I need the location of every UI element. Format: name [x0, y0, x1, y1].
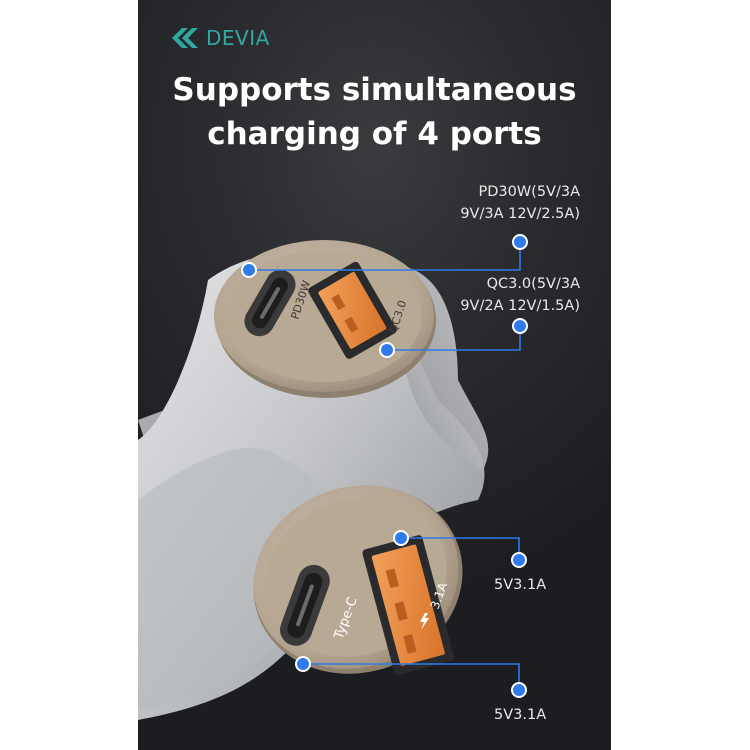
qc-spec-line-2: 9V/2A 12V/1.5A) [460, 298, 580, 314]
callout-dots [241, 234, 528, 698]
brand-logo: DEVIA [170, 26, 270, 50]
product-panel: PD30W QC3.0 Type-C 3.1 [138, 0, 611, 750]
qc-spec: QC3.0(5V/3A 9V/2A 12V/1.5A) [460, 273, 580, 317]
typec-callout-line [303, 663, 520, 690]
headline-line-1: Supports simultaneous [172, 72, 577, 108]
pd-spec-line-2: 9V/3A 12V/2.5A) [460, 206, 580, 222]
headline-line-2: charging of 4 ports [207, 116, 542, 152]
pd-typec-port[interactable] [239, 264, 301, 341]
brand-name: DEVIA [206, 26, 270, 50]
pd-spec-line-1: PD30W(5V/3A [478, 184, 580, 200]
pd-callout-line [249, 242, 521, 271]
qc-spec-line-1: QC3.0(5V/3A [486, 276, 580, 292]
usb-3a-port[interactable] [362, 534, 456, 676]
top-port-head: PD30W QC3.0 [214, 240, 436, 398]
pd-spec: PD30W(5V/3A 9V/3A 12V/2.5A) [460, 181, 580, 225]
charger-illustration: PD30W QC3.0 Type-C 3.1 [138, 234, 528, 721]
qc-usb-port[interactable] [307, 260, 398, 360]
typec-spec: 5V3.1A [494, 707, 547, 723]
headline: Supports simultaneous charging of 4 port… [138, 68, 611, 156]
usb-spec: 5V3.1A [494, 577, 547, 593]
devia-logo-icon [172, 28, 198, 48]
typec-port[interactable] [276, 560, 335, 650]
lightning-icon [420, 613, 429, 630]
